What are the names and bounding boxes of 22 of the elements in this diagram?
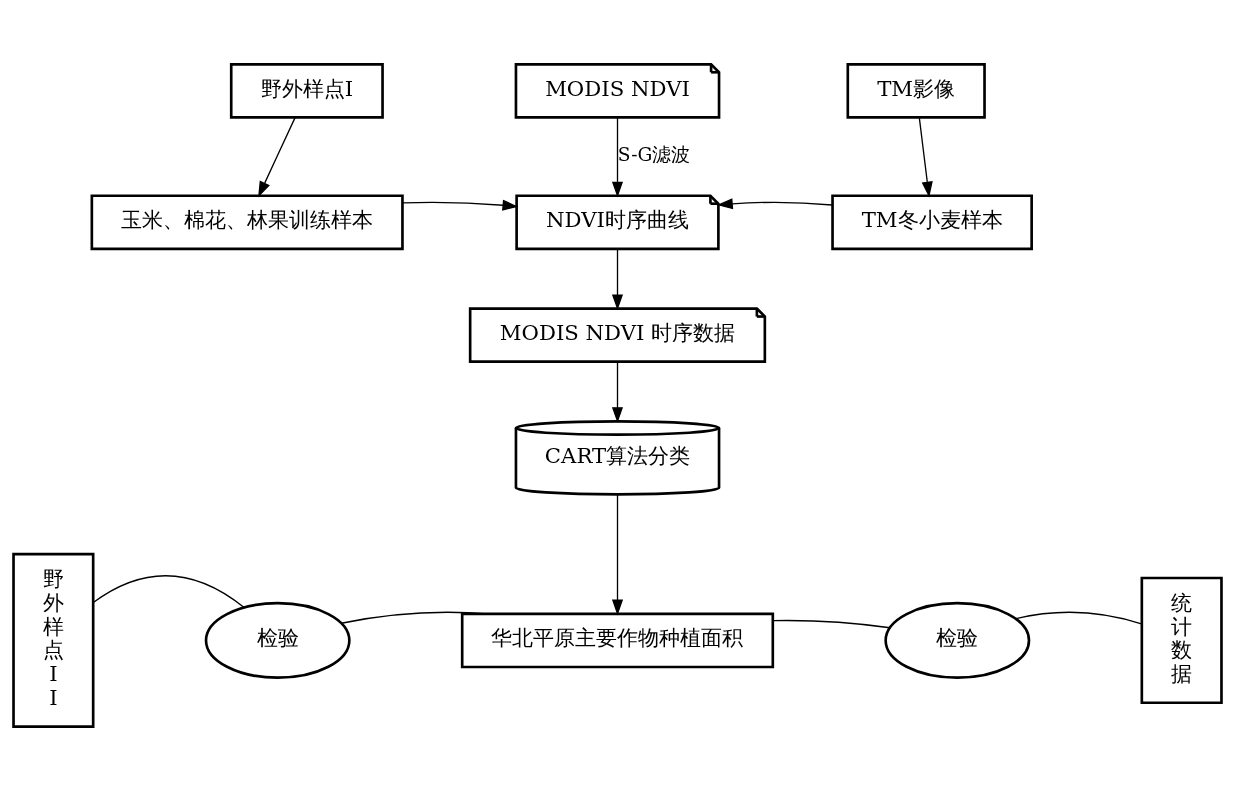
arrow (611, 116, 624, 198)
node-box: 华北平原主要作物种植面积 (460, 612, 775, 669)
node-box: TM影像 (846, 63, 986, 119)
arrow (716, 198, 833, 210)
edge-label: S-G滤波 (617, 144, 691, 166)
node-box: 野外样点I (229, 63, 384, 119)
connector (772, 619, 891, 629)
connector (340, 611, 489, 624)
arrow (611, 494, 624, 616)
node-box: TM冬小麦样本 (831, 194, 1033, 251)
arrow (918, 116, 933, 198)
arrow (258, 116, 296, 198)
arrow (611, 248, 624, 311)
connector (92, 575, 245, 608)
arrow (611, 361, 624, 424)
node-box: 野外样点II (12, 552, 95, 728)
node-box: 统计数据 (1140, 576, 1223, 705)
node-ellipse: 检验 (884, 601, 1031, 679)
node-box: 玉米、棉花、林果训练样本 (90, 194, 404, 251)
node-ellipse: 检验 (204, 601, 351, 679)
connector (1014, 611, 1143, 625)
arrow (402, 199, 519, 211)
